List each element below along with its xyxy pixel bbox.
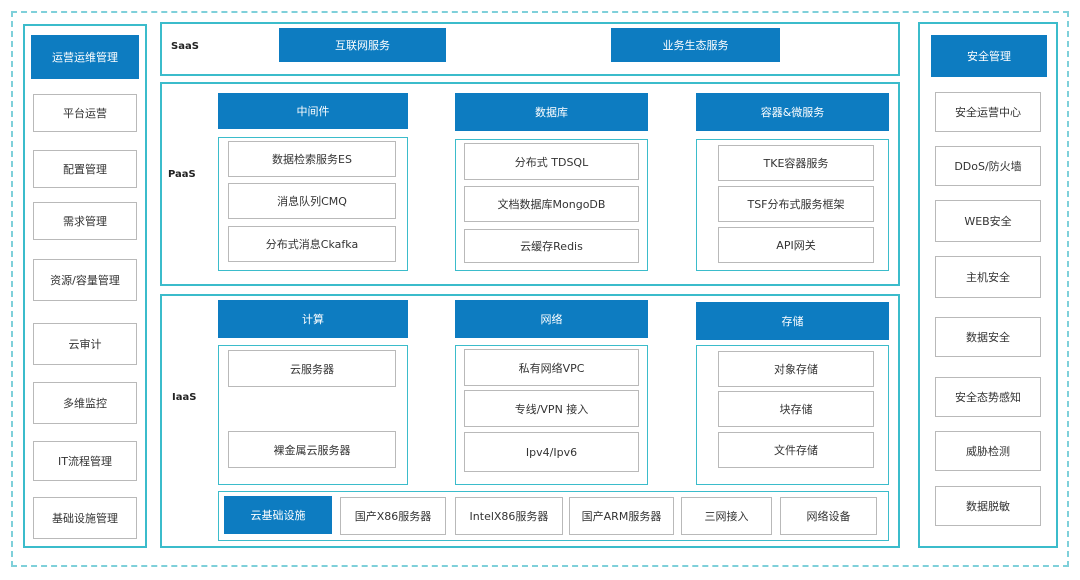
paas-item-mongodb: 文档数据库MongoDB [464, 186, 639, 222]
paas-group-container-title: 容器&微服务 [696, 93, 889, 131]
security-item-web-security: WEB安全 [935, 200, 1041, 242]
paas-layer [160, 82, 900, 286]
iaas-item-ipv4-ipv6: Ipv4/Ipv6 [464, 432, 639, 472]
ops-item-platform-operation: 平台运营 [33, 94, 137, 132]
paas-item-tke: TKE容器服务 [718, 145, 874, 181]
iaas-infra-triple-network: 三网接入 [681, 497, 772, 535]
iaas-group-storage [696, 345, 889, 485]
security-management-panel [918, 22, 1058, 548]
paas-item-es: 数据检索服务ES [228, 141, 396, 177]
iaas-infra-domestic-x86: 国产X86服务器 [340, 497, 446, 535]
ops-item-it-process: IT流程管理 [33, 441, 137, 481]
security-item-soc: 安全运营中心 [935, 92, 1041, 132]
paas-item-tsf: TSF分布式服务框架 [718, 186, 874, 222]
iaas-label: IaaS [172, 391, 197, 403]
paas-group-middleware-title: 中间件 [218, 93, 408, 129]
paas-item-redis: 云缓存Redis [464, 229, 639, 263]
paas-item-cmq: 消息队列CMQ [228, 183, 396, 219]
ops-management-panel [23, 24, 147, 548]
security-item-data-security: 数据安全 [935, 317, 1041, 357]
iaas-infra-network-device: 网络设备 [780, 497, 877, 535]
iaas-infra-intel-x86: IntelX86服务器 [455, 497, 563, 535]
ops-item-config-management: 配置管理 [33, 150, 137, 188]
ops-item-capacity-management: 资源/容量管理 [33, 259, 137, 301]
saas-service-internet: 互联网服务 [279, 28, 446, 62]
iaas-item-bare-metal: 裸金属云服务器 [228, 431, 396, 468]
iaas-item-block-storage: 块存储 [718, 391, 874, 427]
iaas-infra-domestic-arm: 国产ARM服务器 [569, 497, 674, 535]
iaas-group-compute [218, 345, 408, 485]
iaas-infrastructure-title: 云基础设施 [224, 496, 332, 534]
security-item-host-security: 主机安全 [935, 256, 1041, 298]
iaas-layer [160, 294, 900, 548]
iaas-item-vpc: 私有网络VPC [464, 349, 639, 386]
saas-service-ecosystem: 业务生态服务 [611, 28, 780, 62]
iaas-group-network [455, 345, 648, 485]
paas-group-container [696, 139, 889, 271]
iaas-group-compute-title: 计算 [218, 300, 408, 338]
iaas-item-cvm: 云服务器 [228, 350, 396, 387]
paas-item-ckafka: 分布式消息Ckafka [228, 226, 396, 262]
security-management-title: 安全管理 [931, 35, 1047, 77]
paas-label: PaaS [168, 168, 196, 180]
iaas-item-object-storage: 对象存储 [718, 351, 874, 387]
iaas-group-storage-title: 存储 [696, 302, 889, 340]
ops-item-infrastructure-management: 基础设施管理 [33, 497, 137, 539]
iaas-group-network-title: 网络 [455, 300, 648, 338]
saas-layer [160, 22, 900, 76]
ops-management-title: 运营运维管理 [31, 35, 139, 79]
paas-item-tdsql: 分布式 TDSQL [464, 143, 639, 180]
ops-item-cloud-audit: 云审计 [33, 323, 137, 365]
security-item-situation-awareness: 安全态势感知 [935, 377, 1041, 417]
iaas-item-file-storage: 文件存储 [718, 432, 874, 468]
ops-item-monitoring: 多维监控 [33, 382, 137, 424]
ops-item-requirement-management: 需求管理 [33, 202, 137, 240]
security-item-ddos-firewall: DDoS/防火墙 [935, 146, 1041, 186]
iaas-infrastructure-row [218, 491, 889, 541]
iaas-item-vpn: 专线/VPN 接入 [464, 390, 639, 427]
paas-group-database [455, 139, 648, 271]
paas-group-middleware [218, 137, 408, 271]
security-item-data-masking: 数据脱敏 [935, 486, 1041, 526]
diagram-frame [11, 11, 1069, 567]
security-item-threat-detection: 威胁检测 [935, 431, 1041, 471]
paas-item-api-gateway: API网关 [718, 227, 874, 263]
saas-label: SaaS [171, 40, 199, 52]
paas-group-database-title: 数据库 [455, 93, 648, 131]
